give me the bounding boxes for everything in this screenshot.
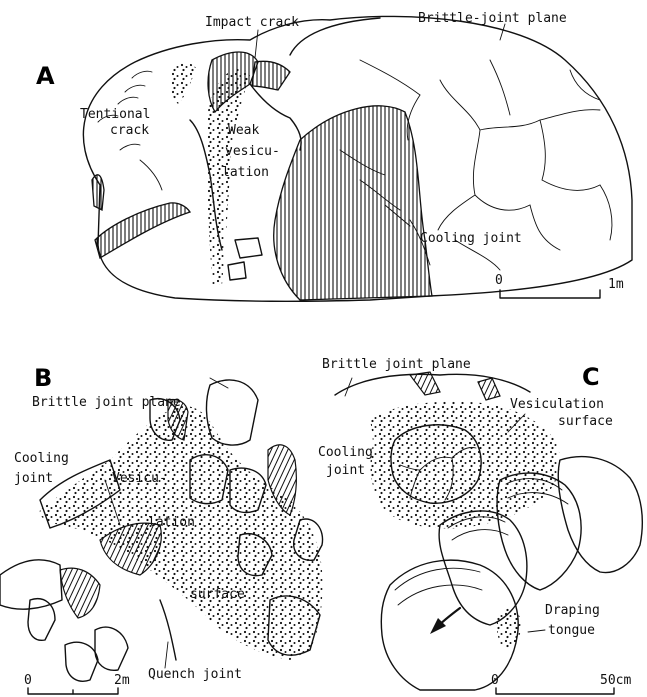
panel-b-scale-start: 0 (24, 673, 32, 688)
label-cooling-b-line2: joint (14, 471, 53, 486)
label-draping-line1: Draping (545, 603, 600, 618)
panel-c-hatch-top (410, 372, 440, 395)
panel-b-scale-end: 2m (114, 673, 130, 688)
panel-c-letter: C (582, 363, 600, 391)
label-quench-joint: Quench joint (148, 667, 242, 682)
label-impact-crack: Impact crack (205, 15, 299, 30)
label-weak-line3: lation (222, 165, 269, 180)
panel-b: B Brittle joint plane (0, 364, 323, 694)
panel-a-scale-bar: 0 1m (495, 273, 624, 298)
panel-a-block (235, 238, 262, 258)
panel-a-scale-end: 1m (608, 277, 624, 292)
label-cooling-c-line1: Cooling (318, 445, 373, 460)
label-lation: lation (148, 515, 195, 530)
label-vesicu: Vesicu- (112, 471, 167, 486)
label-surface-b: surface (190, 587, 245, 602)
panel-a-letter: A (36, 62, 55, 90)
panel-a-brittle-edge (290, 18, 380, 55)
label-brittle-joint-plane-b: Brittle joint plane (32, 395, 181, 410)
label-tentional-line2: crack (110, 123, 149, 138)
panel-a-stipple-top (169, 63, 196, 104)
panel-a: A (36, 11, 632, 301)
panel-c-scale-start: 0 (491, 673, 499, 688)
label-weak-line2: vesicu- (225, 144, 280, 159)
panel-a-hatched-core (274, 106, 432, 300)
panel-c-draping-leader (528, 630, 545, 632)
label-weak-line1: Weak (228, 123, 259, 138)
panel-a-brittle-leader (500, 24, 505, 40)
label-vesiculation-line1: Vesiculation (510, 397, 604, 412)
panel-b-quench-leader (165, 642, 168, 668)
panel-c-hatch-right (478, 378, 500, 400)
panel-b-scale-bar: 0 2m (24, 673, 130, 694)
label-cooling-b-line1: Cooling (14, 451, 69, 466)
label-brittle-joint-plane-c: Brittle joint plane (322, 357, 471, 372)
panel-a-fracture-2 (250, 84, 301, 150)
label-draping-line2: tongue (548, 623, 595, 638)
label-vesiculation-line2: surface (558, 414, 613, 429)
panel-a-hatched-sliver (95, 203, 190, 258)
panel-c-scale-bar: 0 50cm (491, 673, 631, 694)
panel-c-flow-arrow (430, 608, 460, 634)
panel-a-hatched-left (92, 175, 104, 210)
panel-c: C (318, 357, 642, 694)
panel-a-block-small (228, 262, 246, 280)
panel-b-stipple-surface (40, 406, 323, 660)
label-brittle-joint-plane-a: Brittle-joint plane (418, 11, 567, 26)
panel-b-letter: B (34, 364, 52, 392)
label-cooling-joint-a: Cooling joint (420, 231, 522, 246)
panel-b-hatch-bottom (60, 568, 100, 618)
label-cooling-c-line2: joint (326, 463, 365, 478)
panel-b-quench-line (160, 600, 176, 660)
panel-a-scale-start: 0 (495, 273, 503, 288)
panel-c-scale-end: 50cm (600, 673, 631, 688)
label-tentional-line1: Tentional (80, 107, 150, 122)
panel-a-impact-leader (255, 30, 258, 58)
panel-a-hatched-rim (252, 61, 290, 90)
panel-c-stipple-band (370, 402, 560, 529)
